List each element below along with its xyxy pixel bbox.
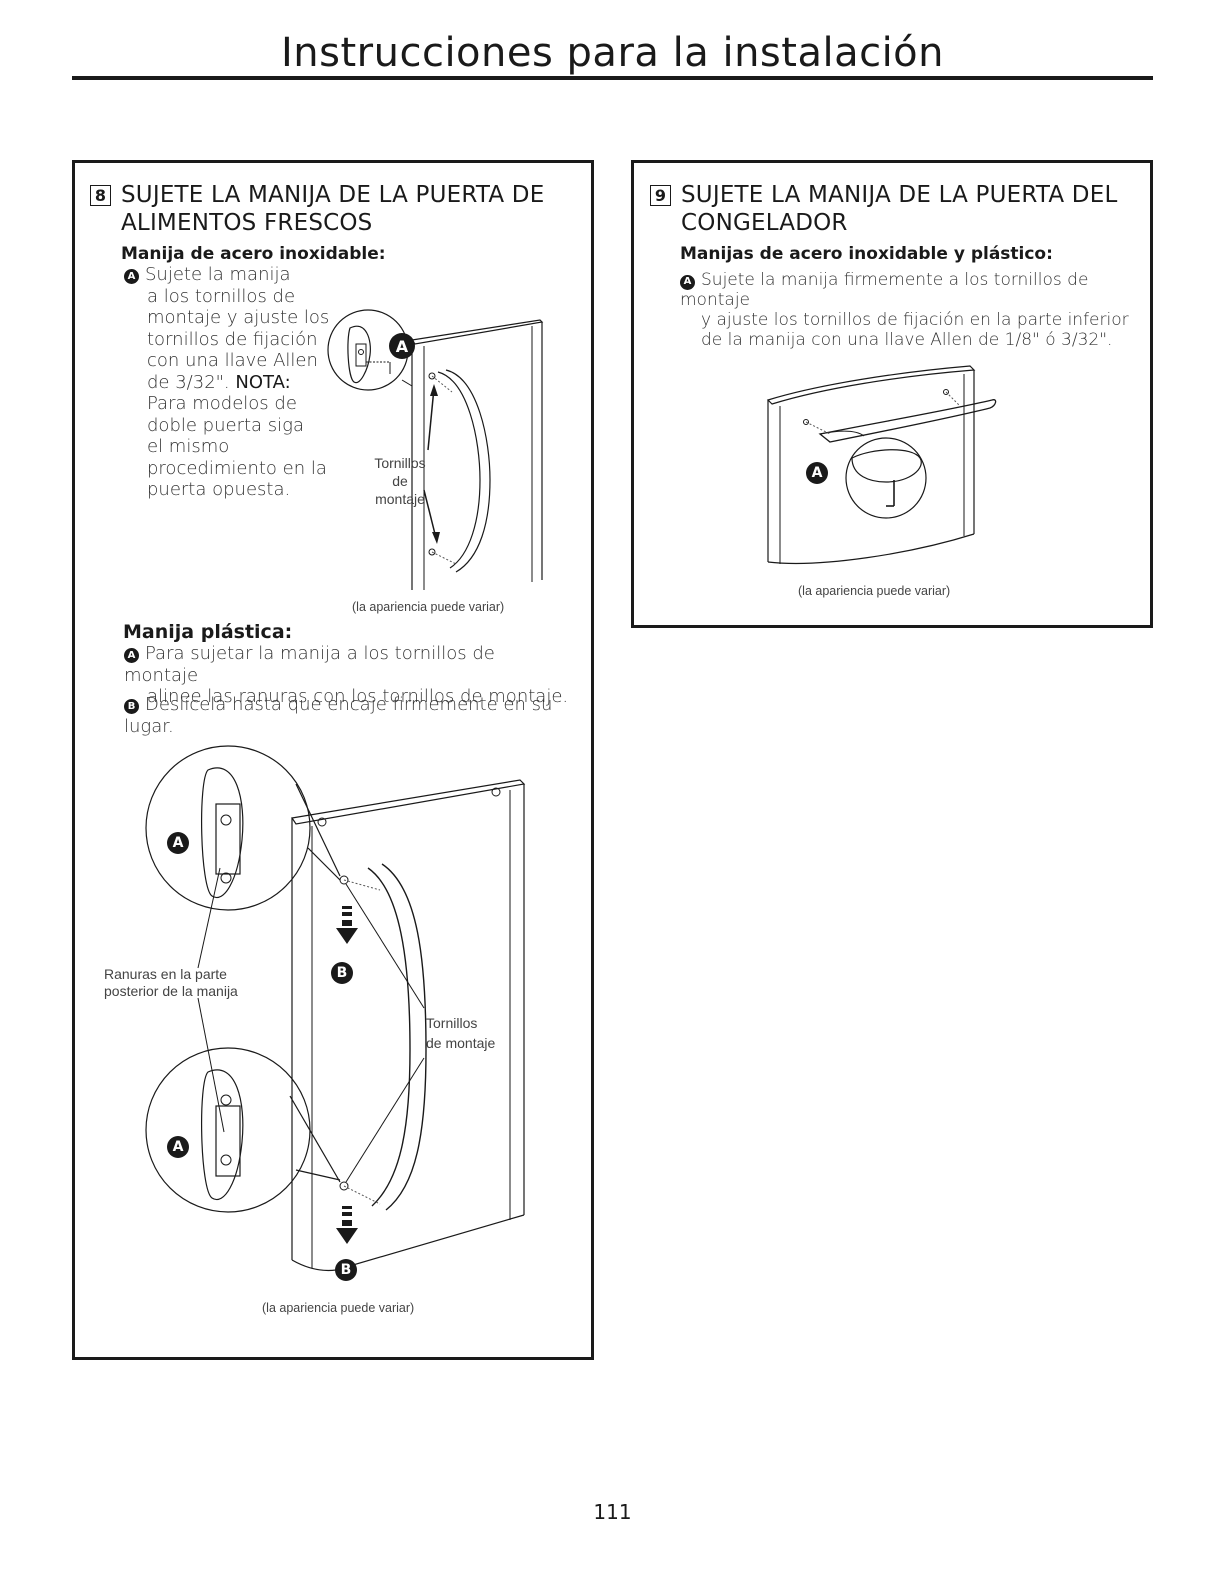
diagram2-callout-a-top: A [167,832,189,854]
stainless-handle-diagram [327,309,544,590]
diagram2-screws-label: Tornillos de montaje [426,1015,496,1051]
step-8-header: 8 SUJETE LA MANIJA DE LA PUERTA DE ALIME… [90,181,544,237]
diagram2-callout-b-top: B [331,962,353,984]
step-9-number: 9 [650,185,671,206]
step-9-title-line2: CONGELADOR [681,210,848,236]
step-9-header: 9 SUJETE LA MANIJA DE LA PUERTA DEL CONG… [650,181,1117,237]
title-divider [72,76,1153,80]
bullet-a: A [124,269,139,285]
step-8-number: 8 [90,185,111,206]
diagram2-callout-b-bottom: B [335,1259,357,1281]
diagram2-slots-label: Ranuras en la parte posterior de la mani… [104,966,238,999]
step-9-panel [631,160,1153,628]
down-arrow-icon [336,1206,358,1244]
freezer-handle-diagram [766,365,997,564]
bullet-a: A [680,274,695,290]
nota-label: NOTA: [235,371,291,393]
step-9-title-line1: SUJETE LA MANIJA DE LA PUERTA DEL [681,182,1118,208]
diagram2-callout-a-bottom: A [167,1136,189,1158]
down-arrow-icon [336,906,358,944]
bullet-a: A [124,648,139,664]
step-8-title-line1: SUJETE LA MANIJA DE LA PUERTA DE [121,182,545,208]
bullet-b: B [124,699,139,715]
plastic-heading: Manija plástica: [123,621,293,643]
step-9-heading: Manijas de acero inoxidable y plástico: [680,244,1053,264]
diagram1-caption: (la apariencia puede variar) [352,600,505,614]
stainless-heading: Manija de acero inoxidable: [121,244,386,264]
diagram1-callout-a: A [389,333,415,359]
plastic-handle-diagram [145,745,526,1272]
diagram1-screws-label: Tornillos de montaje [374,455,426,507]
step-8-panel [72,160,594,1360]
page-title: Instrucciones para la instalación [280,30,945,76]
page-number: 111 [593,1500,632,1524]
diagram2-caption: (la apariencia puede variar) [262,1301,415,1315]
diagram3-caption: (la apariencia puede variar) [798,584,951,598]
diagram3-callout-a: A [806,462,828,484]
step-8-title-line2: ALIMENTOS FRESCOS [121,210,373,236]
